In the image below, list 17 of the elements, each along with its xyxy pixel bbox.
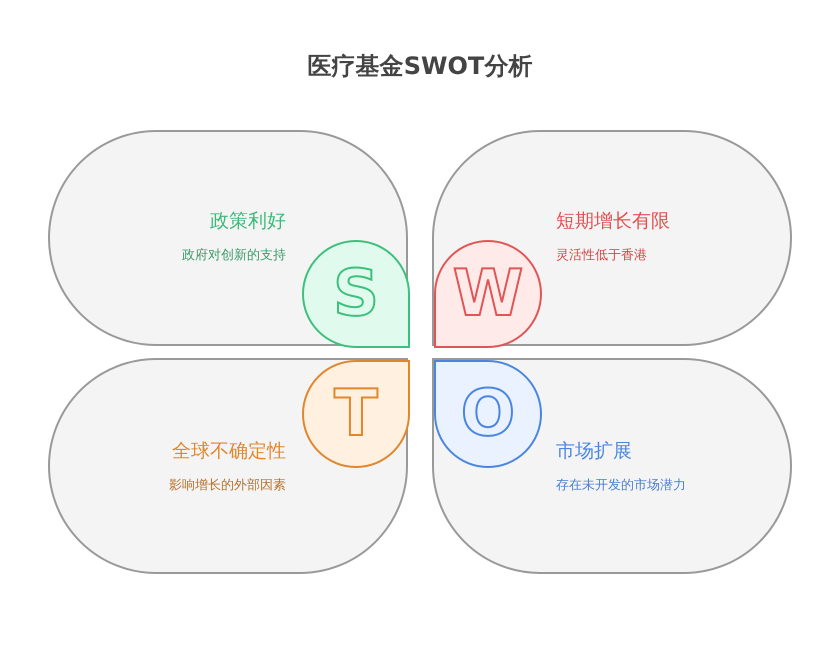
quadrant-description: 灵活性低于香港 — [556, 247, 647, 264]
quadrant-heading: 政策利好 — [210, 209, 286, 234]
letter-badge: S — [302, 240, 410, 348]
letter-badge: T — [302, 360, 410, 468]
quadrant-description: 影响增长的外部因素 — [169, 477, 286, 494]
quadrant-card — [48, 358, 408, 574]
letter-badge: W — [434, 240, 542, 348]
quadrant-heading: 短期增长有限 — [556, 209, 670, 234]
letter-badge: O — [434, 360, 542, 468]
quadrant-description: 政府对创新的支持 — [182, 247, 286, 264]
quadrant-heading: 全球不确定性 — [172, 439, 286, 464]
quadrant-description: 存在未开发的市场潜力 — [556, 477, 686, 494]
quadrant-heading: 市场扩展 — [556, 439, 632, 464]
quadrant-card — [48, 130, 408, 346]
quadrant-card — [432, 358, 792, 574]
quadrant-card — [432, 130, 792, 346]
diagram-title: 医疗基金SWOT分析 — [306, 51, 534, 82]
